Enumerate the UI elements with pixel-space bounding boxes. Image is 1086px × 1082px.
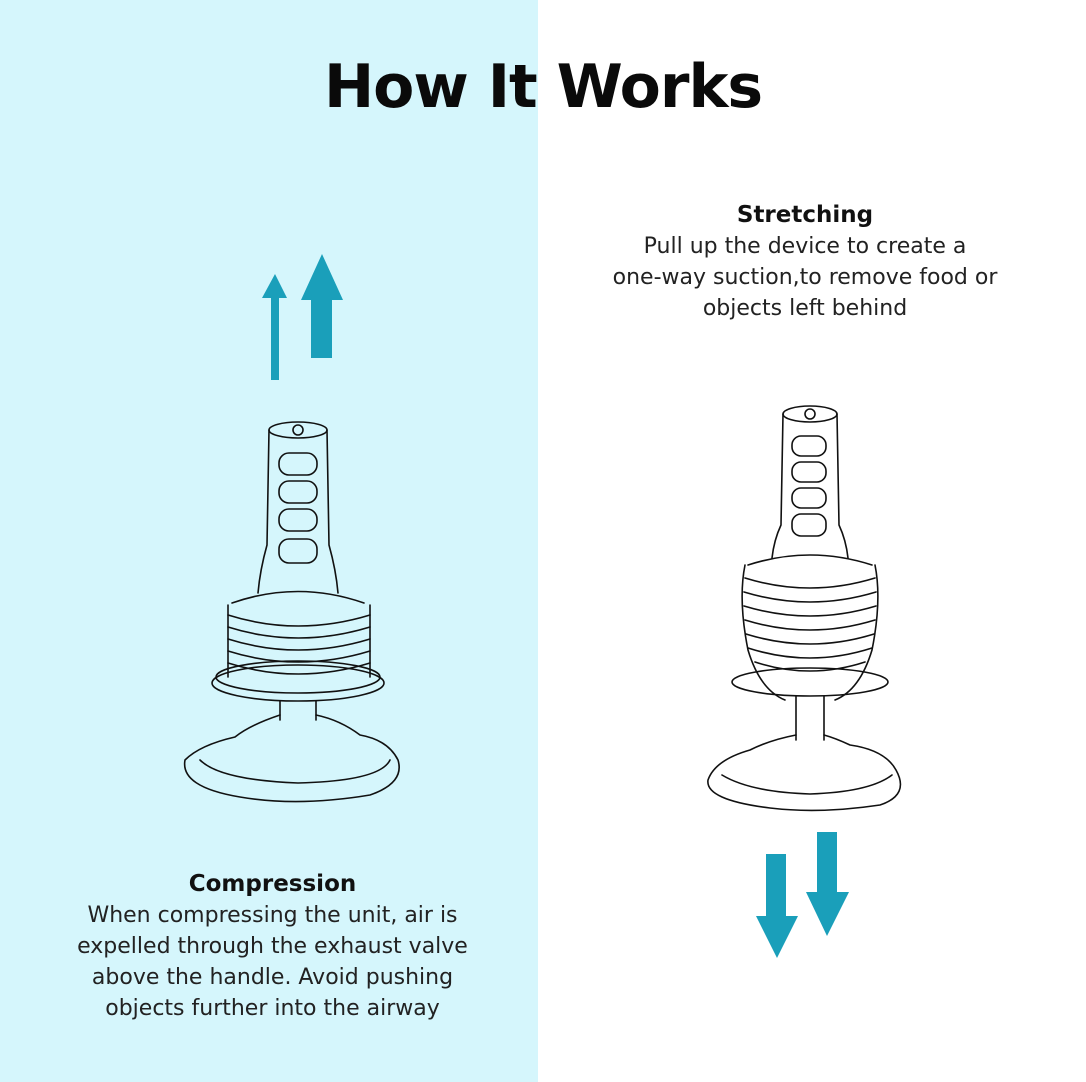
stretching-line: Pull up the device to create a — [643, 234, 967, 259]
page-title: How It Works — [323, 52, 763, 122]
compressed-plunger-illustration — [183, 421, 400, 803]
down-arrow-icon — [806, 832, 849, 936]
up-arrow-icon — [262, 274, 287, 380]
down-arrows-icon — [756, 832, 849, 958]
compression-caption: Compression When compressing the unit, a… — [20, 869, 525, 1024]
down-arrow-icon — [756, 854, 798, 958]
compression-line: above the handle. Avoid pushing — [91, 965, 454, 990]
compression-heading: Compression — [188, 871, 357, 897]
stretched-plunger-illustration — [707, 405, 902, 812]
stretching-line: objects left behind — [702, 296, 908, 321]
up-arrow-icon — [301, 254, 343, 358]
stretching-line: one-way suction,to remove food or — [612, 265, 998, 290]
compression-panel-background — [0, 0, 538, 1082]
compression-line: objects further into the airway — [105, 996, 440, 1021]
up-arrows-icon — [262, 254, 343, 380]
stretching-heading: Stretching — [736, 202, 874, 228]
compression-line: expelled through the exhaust valve — [77, 934, 468, 959]
stretching-caption: Stretching Pull up the device to create … — [560, 200, 1050, 324]
compression-line: When compressing the unit, air is — [87, 903, 458, 928]
